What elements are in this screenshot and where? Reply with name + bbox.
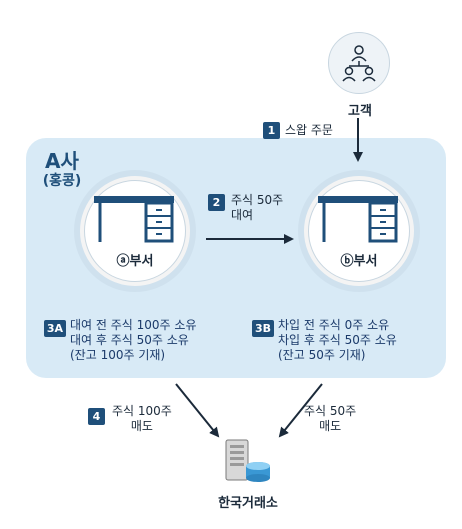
- step3a-line1: 대여 전 주식 100주 소유: [70, 318, 197, 332]
- step2-line1: 주식 50주: [231, 193, 284, 207]
- arrow-a-to-exchange: [175, 383, 220, 438]
- desk-icon: [94, 196, 174, 243]
- step4-line2: 매도: [130, 419, 153, 433]
- step2-badge: 2: [208, 194, 225, 211]
- dept-b-label: ⓑ부서: [340, 254, 378, 269]
- step3a-line2: 대여 후 주식 50주 소유: [70, 333, 189, 347]
- dept-b-node: ⓑ부서: [298, 170, 420, 292]
- sell-b-line2: 매도: [319, 419, 342, 433]
- exchange-server-icon: [225, 439, 270, 482]
- step4-line1: 주식 100주: [112, 404, 172, 418]
- step4-text: 주식 100주 매도: [112, 404, 172, 434]
- arrow-b-to-exchange: [278, 383, 323, 438]
- step3b-line3: (잔고 50주 기재): [278, 348, 366, 362]
- step3a-text: 대여 전 주식 100주 소유 대여 후 주식 50주 소유 (잔고 100주 …: [70, 318, 196, 363]
- company-name: A사: [45, 149, 79, 173]
- step3a-line3: (잔고 100주 기재): [70, 348, 166, 362]
- step2-text: 주식 50주 대여: [231, 193, 283, 223]
- sell-b-line1: 주식 50주: [304, 404, 357, 418]
- step3b-badge: 3B: [252, 320, 274, 337]
- sell-b-text: 주식 50주 매도: [304, 404, 356, 434]
- step3a-badge: 3A: [44, 320, 66, 337]
- step3b-line2: 차입 후 주식 50주 소유: [278, 333, 397, 347]
- step2-line2: 대여: [231, 208, 254, 222]
- step3b-text: 차입 전 주식 0주 소유 차입 후 주식 50주 소유 (잔고 50주 기재): [278, 318, 397, 363]
- company-sub: (홍콩): [42, 173, 82, 189]
- company-label: A사 (홍콩): [40, 150, 84, 190]
- step4-badge: 4: [88, 408, 105, 425]
- step3b-line1: 차입 전 주식 0주 소유: [278, 318, 390, 332]
- dept-a-label: ⓐ부서: [116, 254, 154, 269]
- dept-a-node: ⓐ부서: [74, 170, 196, 292]
- people-icon: [342, 45, 376, 82]
- desk-icon: [318, 196, 398, 243]
- customer-label: 고객: [348, 104, 372, 119]
- exchange-label: 한국거래소: [218, 496, 278, 511]
- step1-text: 스왑 주문: [285, 123, 333, 137]
- step1-badge: 1: [263, 122, 280, 139]
- customer-icon-circle: [328, 32, 390, 94]
